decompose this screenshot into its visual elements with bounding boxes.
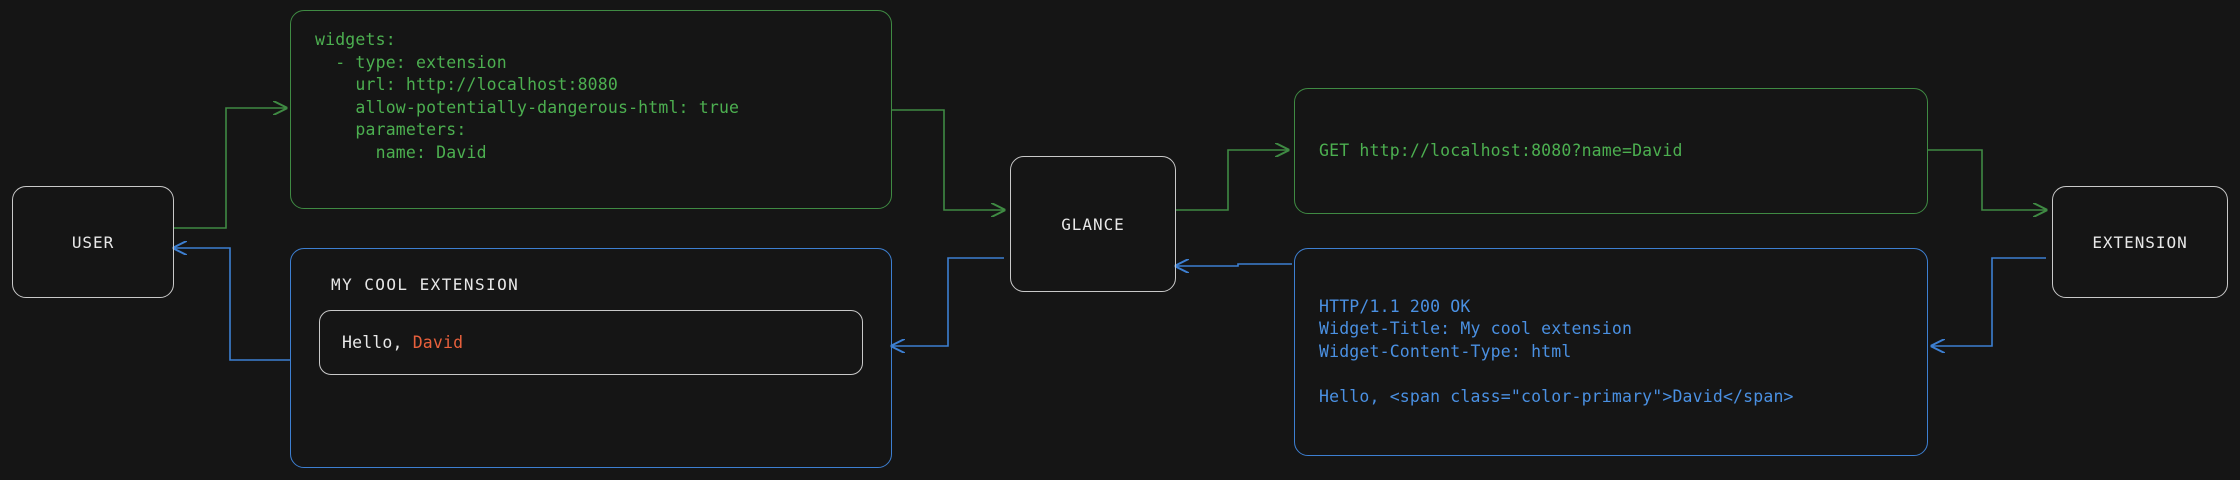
yaml-config-text: widgets: - type: extension url: http://l…	[315, 30, 740, 162]
node-extension-label: EXTENSION	[2092, 232, 2188, 252]
widget-greeting-text: Hello,	[342, 333, 413, 352]
wire-config-to-glance	[892, 109, 1004, 210]
wire-widget-to-user	[174, 248, 290, 361]
wire-request-to-extension	[1928, 149, 2046, 210]
node-glance-label: GLANCE	[1061, 214, 1125, 234]
wire-user-to-config	[174, 108, 286, 229]
widget-title: MY COOL EXTENSION	[331, 275, 520, 294]
widget-content: Hello, David	[319, 310, 863, 375]
wire-extension-to-response	[1932, 257, 2046, 346]
wire-response-to-glance	[1176, 264, 1292, 266]
http-request-box: GET http://localhost:8080?name=David	[1294, 88, 1928, 214]
node-user[interactable]: USER	[12, 186, 174, 298]
http-request-text: GET http://localhost:8080?name=David	[1319, 140, 1683, 160]
widget-accent-name: David	[412, 333, 464, 352]
node-glance[interactable]: GLANCE	[1010, 156, 1176, 292]
node-extension[interactable]: EXTENSION	[2052, 186, 2228, 298]
rendered-widget-box: MY COOL EXTENSION Hello, David	[290, 248, 892, 468]
http-response-text: HTTP/1.1 200 OK Widget-Title: My cool ex…	[1319, 296, 1794, 406]
yaml-config-box: widgets: - type: extension url: http://l…	[290, 10, 892, 209]
wire-glance-to-widget	[892, 257, 1004, 346]
http-response-box: HTTP/1.1 200 OK Widget-Title: My cool ex…	[1294, 248, 1928, 456]
node-user-label: USER	[71, 232, 115, 252]
wire-glance-to-request	[1176, 150, 1288, 211]
